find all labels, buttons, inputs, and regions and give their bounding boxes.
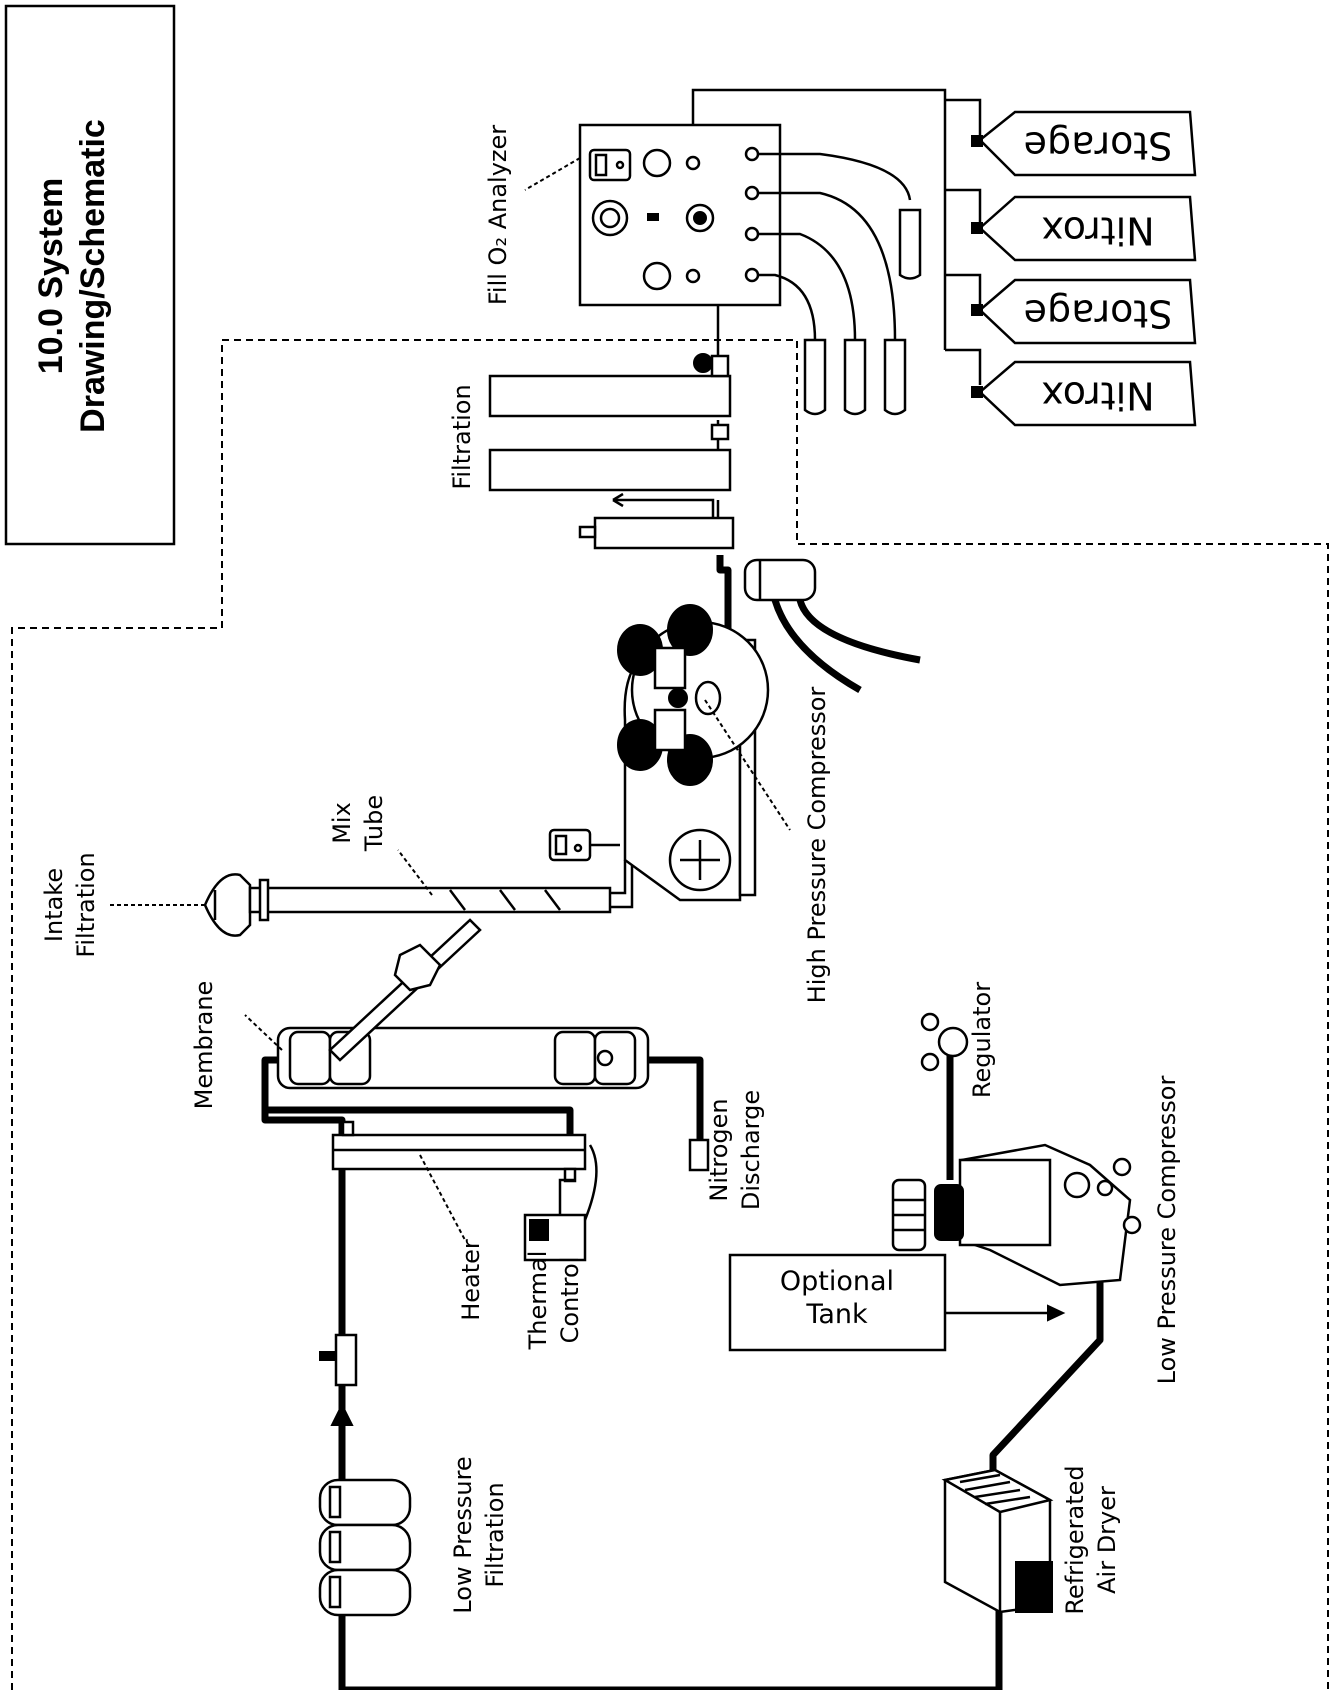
fill-cylinders: [803, 208, 922, 416]
title-line-1: 10.0 System: [32, 178, 70, 375]
low-pressure-compressor: [891, 1143, 1142, 1287]
label-low-pressure-filtration-1: Low Pressure: [449, 1456, 477, 1613]
tank-4: Nitrox: [971, 360, 1197, 427]
label-heater: Heater: [457, 1239, 485, 1321]
label-high-pressure-compressor: High Pressure Compressor: [803, 687, 831, 1004]
system-boundary: [11, 339, 1329, 1690]
label-refrigerated-air-dryer-2: Air Dryer: [1093, 1486, 1121, 1594]
fill-hoses: [758, 152, 912, 341]
title-box: 10.0 System Drawing/Schematic: [4, 4, 176, 546]
tank-1-label: Storage: [1024, 124, 1173, 168]
label-thermal-control-2: Control: [556, 1257, 584, 1344]
label-optional-tank-2: Tank: [805, 1299, 868, 1330]
label-regulator: Regulator: [968, 982, 996, 1098]
storage-manifold: [691, 88, 982, 385]
label-intake-filtration-2: Filtration: [72, 852, 100, 957]
title-line-2: Drawing/Schematic: [74, 119, 112, 433]
label-nitrogen-discharge-2: Discharge: [737, 1090, 765, 1210]
pipe-hpc-to-separator: [716, 555, 732, 635]
label-fill-analyzer: Fill O₂ Analyzer: [484, 125, 512, 305]
tank-3: Storage: [971, 278, 1197, 345]
label-membrane: Membrane: [190, 981, 218, 1110]
optional-tank-arrowhead: [1047, 1304, 1066, 1322]
pipe-dryer-to-lpc: [989, 1265, 1104, 1470]
regulator: [920, 1012, 969, 1072]
fill-analyzer-panel: [578, 123, 782, 307]
mix-tube-leader: [397, 849, 433, 896]
label-mix-tube-2: Tube: [360, 795, 388, 852]
tank-1: Storage: [971, 110, 1197, 177]
label-refrigerated-air-dryer-1: Refrigerated: [1061, 1465, 1089, 1614]
tank-4-label: Nitrox: [1041, 374, 1154, 418]
heater-leader: [419, 1154, 466, 1241]
thermal-control: [523, 1144, 598, 1262]
separator: [743, 558, 817, 602]
refrigerated-air-dryer: [941, 1468, 1054, 1614]
pipe-nitrogen-discharge: [640, 1056, 704, 1140]
separator-drain-hoses: [771, 598, 921, 694]
mix-tube: [248, 860, 634, 922]
tank-2-label: Nitrox: [1041, 209, 1154, 253]
shutoff-valve: [319, 1333, 358, 1387]
tank-3-label: Storage: [1024, 292, 1173, 336]
intake-filtration: [203, 873, 252, 937]
label-filtration: Filtration: [448, 384, 476, 489]
analyzer-leader: [524, 157, 581, 191]
nitrogen-discharge: [688, 1138, 710, 1172]
label-intake-filtration-1: Intake: [40, 868, 68, 942]
optional-tank: Optional Tank: [728, 1253, 947, 1352]
heater: [331, 1120, 587, 1183]
hpc-gauge: [548, 828, 620, 862]
hpc-leader: [704, 699, 791, 831]
label-mix-tube-1: Mix: [328, 802, 356, 844]
pipe-membrane-to-heater: [261, 1106, 574, 1140]
label-low-pressure-compressor: Low Pressure Compressor: [1153, 1076, 1181, 1385]
final-filtration: [488, 353, 735, 550]
membrane: [276, 1026, 650, 1090]
label-nitrogen-discharge-1: Nitrogen: [705, 1098, 733, 1201]
label-optional-tank-1: Optional: [780, 1266, 894, 1297]
low-pressure-filtration: [318, 1478, 412, 1617]
membrane-feed-tube: [328, 918, 482, 1062]
label-thermal-control-1: Thermal: [524, 1251, 552, 1351]
tank-2: Nitrox: [971, 195, 1197, 262]
high-pressure-compressor: [617, 604, 770, 902]
membrane-leader: [244, 1014, 283, 1051]
label-low-pressure-filtration-2: Filtration: [481, 1482, 509, 1587]
flow-arrow: [330, 1402, 354, 1426]
